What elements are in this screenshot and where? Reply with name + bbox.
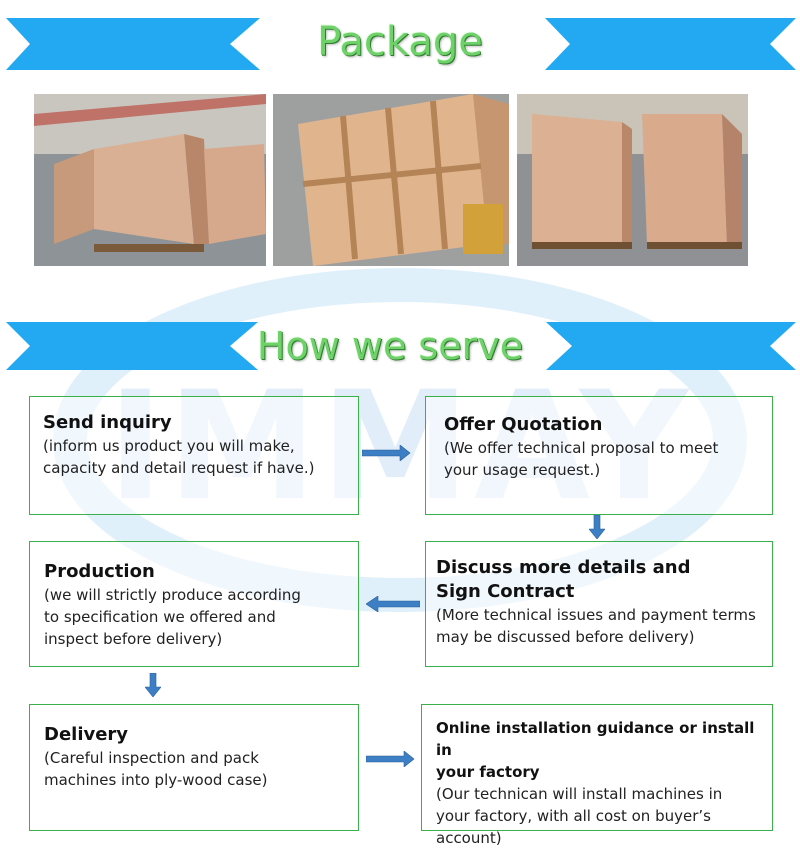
step-body: (we will strictly produce according to s… <box>44 586 301 648</box>
arrow-down-icon <box>589 515 605 539</box>
step-heading: Discuss more details and Sign Contract <box>436 557 691 602</box>
serve-title: How we serve <box>256 324 524 368</box>
arrow-down-icon <box>145 673 161 697</box>
arrow-right-icon <box>366 751 415 767</box>
step-installation: Online installation guidance or install … <box>421 704 773 847</box>
step-production: Production (we will strictly produce acc… <box>29 541 359 667</box>
arrow-left-icon <box>366 596 420 612</box>
step-heading: Offer Quotation <box>444 414 603 435</box>
arrow-right-icon <box>362 445 411 461</box>
package-photo-1 <box>34 94 266 266</box>
step-heading: Production <box>44 561 155 582</box>
step-body: (inform us product you will make, capaci… <box>43 437 315 477</box>
serve-ribbon <box>6 322 796 370</box>
step-delivery: Delivery (Careful inspection and pack ma… <box>29 704 359 831</box>
step-discuss-contract: Discuss more details and Sign Contract (… <box>425 541 773 667</box>
step-body: (Our technican will install machines in … <box>436 785 723 847</box>
step-body: (We offer technical proposal to meet you… <box>444 439 719 479</box>
step-heading: Delivery <box>44 724 129 745</box>
step-offer-quotation: Offer Quotation (We offer technical prop… <box>425 396 773 515</box>
package-photo-2 <box>273 94 509 266</box>
package-title: Package <box>317 19 483 65</box>
step-heading: Send inquiry <box>43 412 172 433</box>
step-heading: Online installation guidance or install … <box>436 719 755 781</box>
step-body: (More technical issues and payment terms… <box>436 606 756 646</box>
package-ribbon <box>6 18 796 70</box>
step-body: (Careful inspection and pack machines in… <box>44 749 268 789</box>
step-send-inquiry: Send inquiry (inform us product you will… <box>29 396 359 515</box>
package-photo-3 <box>517 94 748 266</box>
